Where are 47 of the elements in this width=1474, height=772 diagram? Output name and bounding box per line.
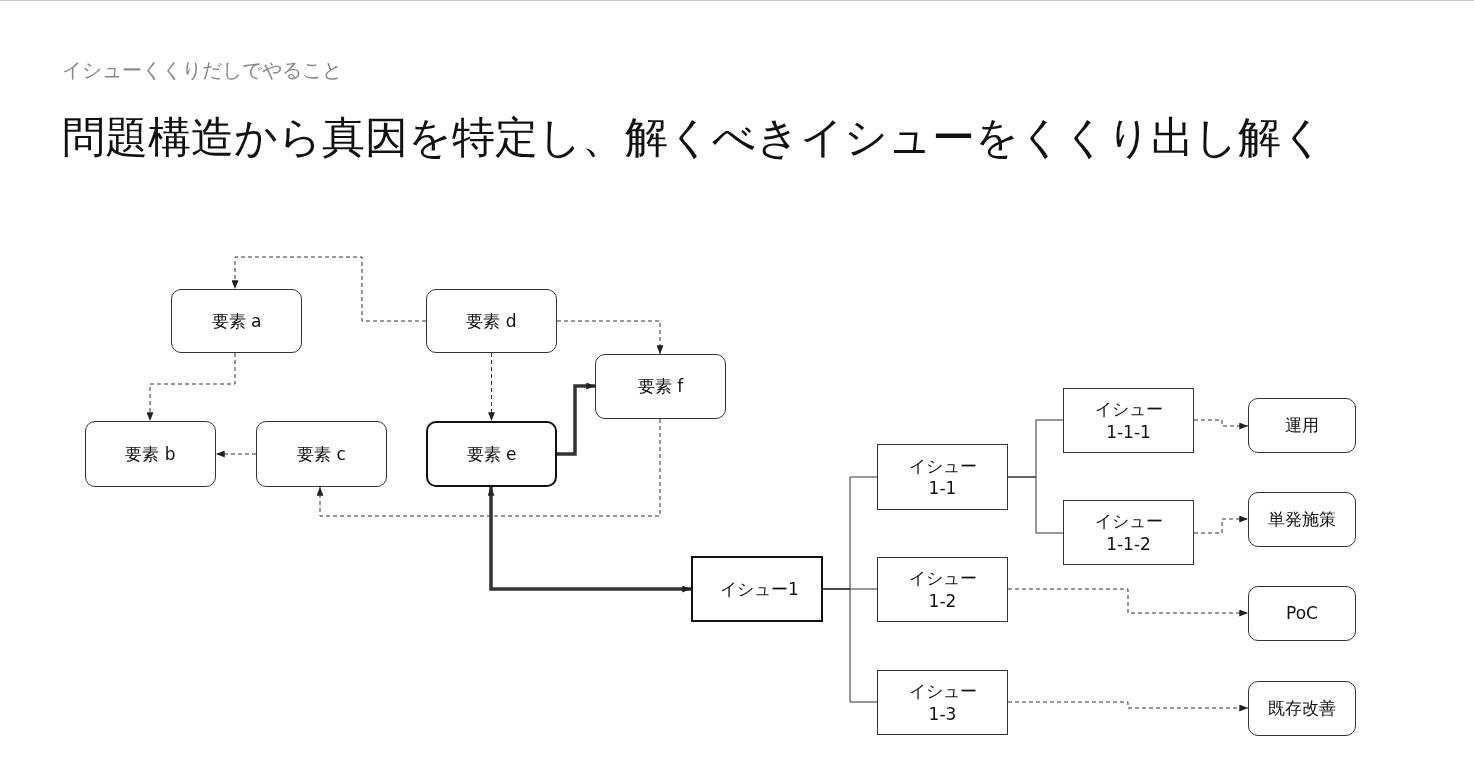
arrow [557, 382, 595, 456]
arrow [1007, 588, 1249, 617]
box-label: 要素 d [466, 309, 517, 333]
box-label: PoC [1286, 602, 1318, 625]
box-label: イシュー 1-1-1 [1093, 398, 1164, 443]
rounded-box [1248, 681, 1356, 736]
rounded-box [171, 289, 302, 353]
issue-box [877, 444, 1008, 510]
section-heading: イシューくくりだしでやること [62, 57, 342, 84]
rounded-box [1248, 586, 1356, 641]
connector-line [1007, 476, 1064, 534]
arrow [231, 256, 427, 322]
issue-box [1063, 388, 1194, 453]
highlighted-box [426, 421, 557, 487]
rounded-box [85, 421, 216, 487]
arrow [215, 450, 257, 458]
rounded-box [426, 289, 557, 353]
rounded-box [1248, 398, 1356, 453]
rounded-box [256, 421, 387, 487]
box-label: 既存改善 [1268, 697, 1336, 720]
box-label: イシュー 1-3 [907, 680, 978, 725]
arrow [487, 487, 691, 593]
box-label: イシュー 1-2 [907, 567, 978, 612]
box-label: 単発施策 [1268, 508, 1336, 531]
box-label: 運用 [1285, 414, 1319, 437]
issue-box [1063, 500, 1194, 565]
box-label: 要素 a [211, 309, 262, 333]
issue-box [877, 557, 1008, 622]
root-issue-box [691, 556, 823, 622]
arrow [316, 418, 661, 517]
slide-title: 問題構造から真因を特定し、解くべきイシューをくくり出し解く [62, 111, 1325, 164]
box-label: 要素 c [297, 442, 346, 466]
issue-box [877, 670, 1008, 735]
box-label: 要素 f [637, 375, 684, 398]
box-label: 要素 e [466, 442, 517, 466]
rounded-box [595, 354, 726, 419]
rounded-box [1248, 492, 1356, 547]
box-label: イシュー 1-1-2 [1093, 510, 1164, 555]
arrow [488, 352, 495, 422]
box-label: イシュー 1-1 [907, 454, 978, 500]
arrow [1193, 419, 1249, 430]
connector-line [822, 588, 878, 703]
arrow [146, 352, 236, 422]
arrow [1193, 515, 1249, 534]
arrow [556, 320, 664, 355]
box-label: 要素 b [125, 442, 176, 466]
arrow [1007, 701, 1249, 712]
